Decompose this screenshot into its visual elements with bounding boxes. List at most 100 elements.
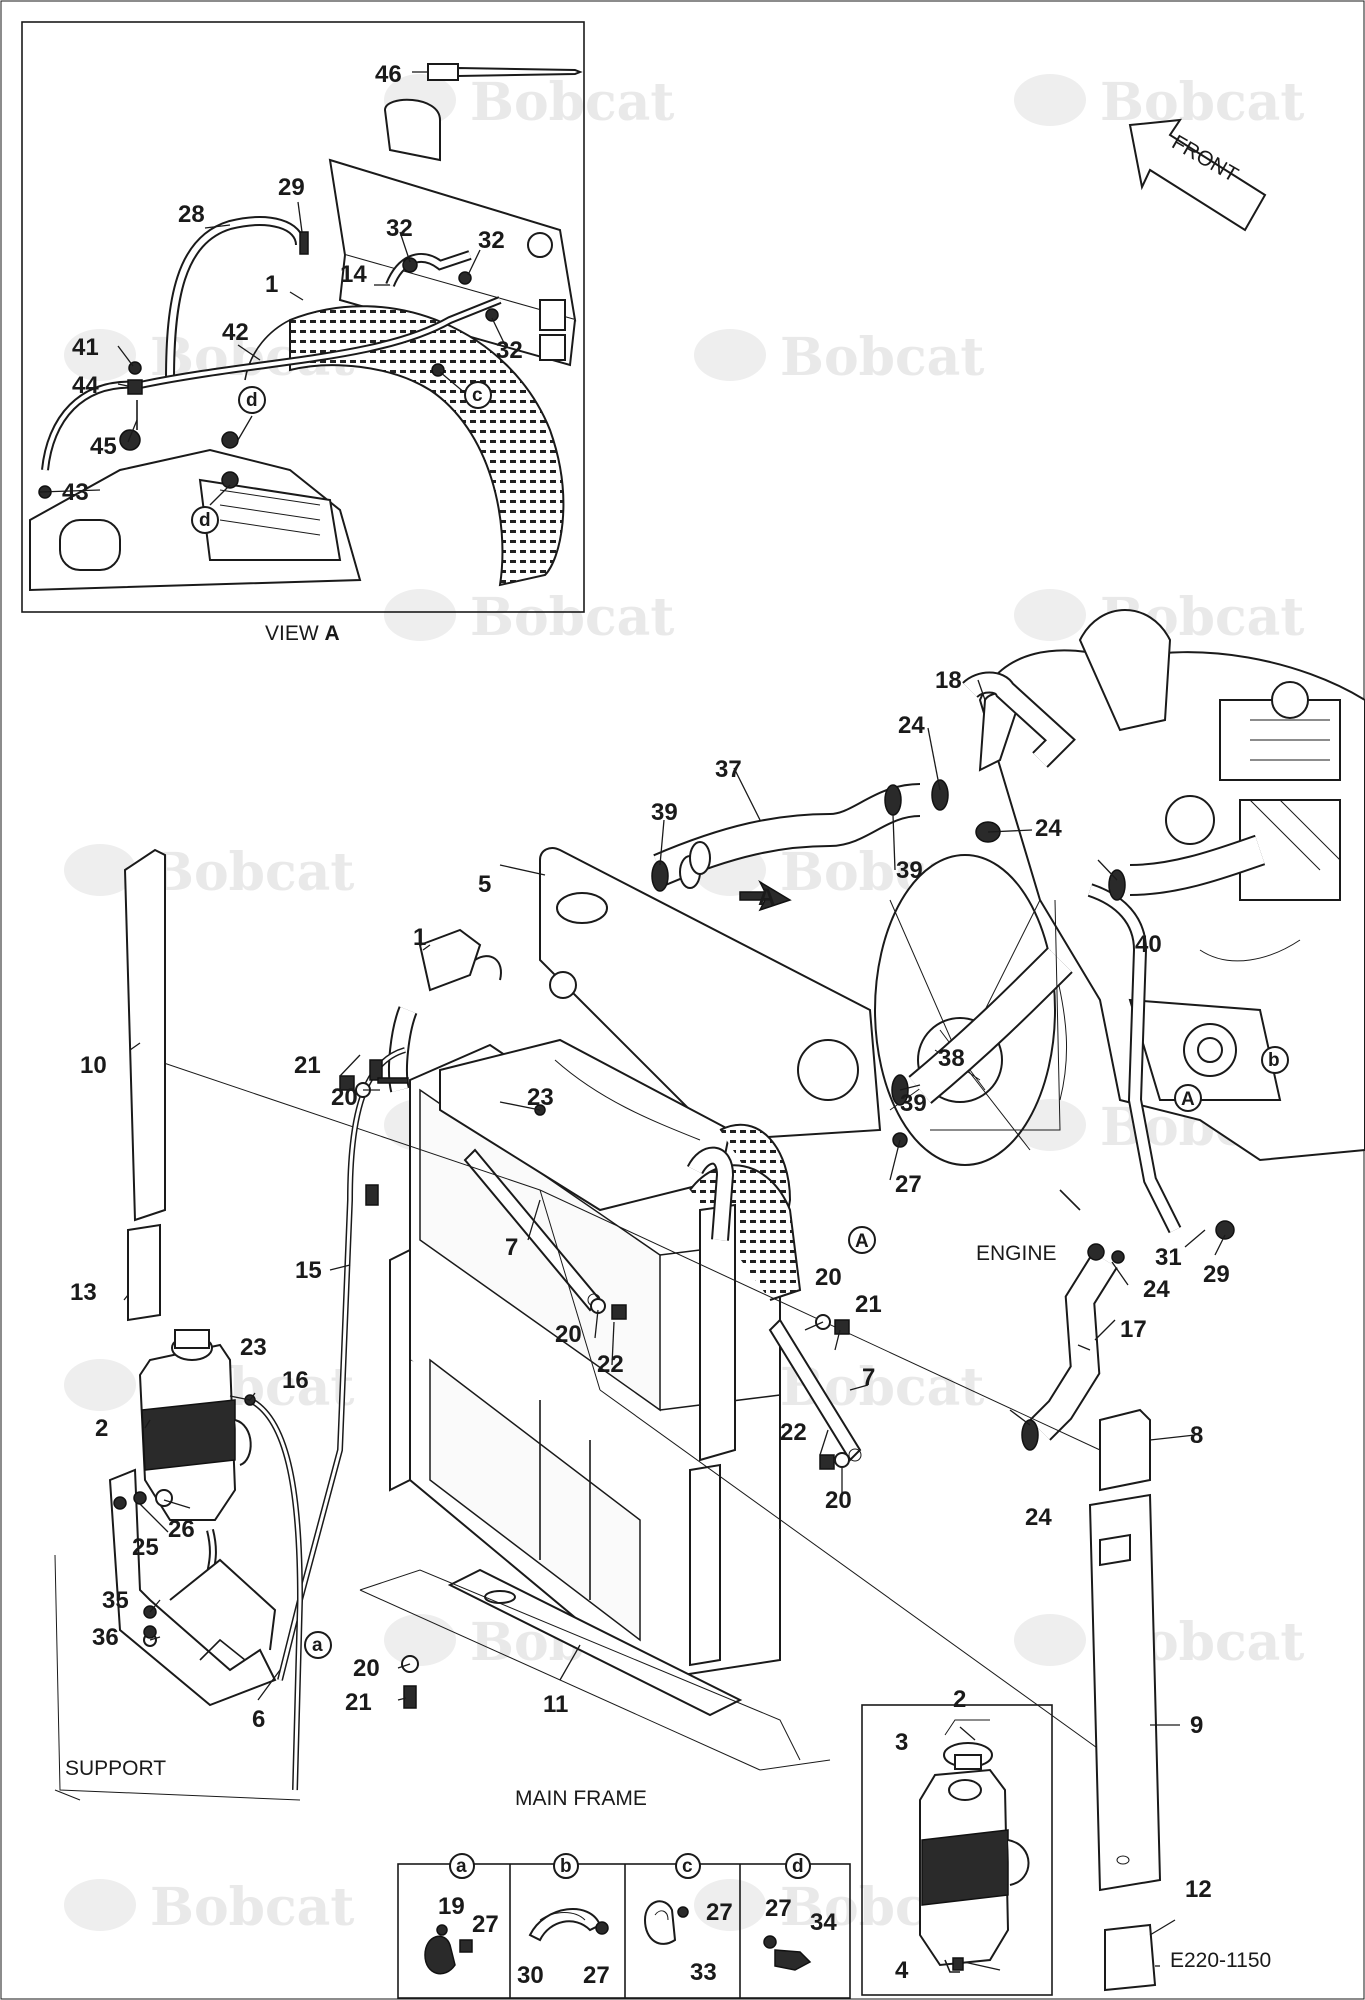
lower-hose [1029,1189,1118,1441]
callout-32: 32 [478,227,505,254]
detail-letter-A: A [855,1231,869,1252]
detail-marker-d [191,506,219,534]
callout-23: 23 [527,1084,554,1111]
callout-39: 39 [651,799,678,826]
callout-5: 5 [478,871,491,898]
view-a-callouts: 46 29 28 32 32 32 1 14 41 42 44 45 43 d … [62,61,523,534]
view-a-frame [21,21,585,613]
callout-37: 37 [715,756,742,783]
callout-42: 42 [222,319,249,346]
callout-45: 45 [90,433,117,460]
callout-40: 40 [1135,931,1162,958]
callout-22: 22 [780,1419,807,1446]
callout-39: 39 [896,857,923,884]
watermark-text: Bobcat [150,842,354,903]
reservoir-detail-box [861,1704,1053,1996]
callout-35: 35 [102,1587,129,1614]
detail-box-b: b 30 27 [517,1853,610,1989]
support-caption: SUPPORT [65,1757,166,1780]
detail-letter-c: c [472,385,483,406]
detail-part-number: 34 [810,1909,837,1936]
callout-16: 16 [282,1367,309,1394]
callout-7: 7 [505,1234,518,1261]
callout-2: 2 [95,1415,108,1442]
fan-shroud-panel [539,847,882,1142]
detail-letter-a: a [312,1635,323,1656]
callout-9: 9 [1190,1712,1203,1739]
detail-box-letter: d [792,1856,804,1877]
main-callouts: 18 24 24 24 24 37 39 39 39 5 1 40 A 21 2… [70,667,1230,1984]
detail-box-letter: c [682,1856,693,1877]
view-a-engine [29,429,362,592]
detail-part-number: 33 [690,1959,717,1986]
view-a-fittings [38,231,499,499]
callout-17: 17 [1120,1316,1147,1343]
watermark-text: Bobcat [470,587,674,648]
callout-21: 21 [855,1291,882,1318]
callout-20: 20 [555,1321,582,1348]
detail-part-number: 27 [706,1899,733,1926]
detail-box-group: a 19 27 b 30 27 c 27 33 [397,1853,851,1999]
callout-26: 26 [168,1516,195,1543]
callout-21: 21 [345,1689,372,1716]
callout-11: 11 [543,1691,568,1718]
callout-15: 15 [295,1257,322,1284]
callout-41: 41 [72,334,99,361]
callout-20: 20 [825,1487,852,1514]
detail-letter-b: b [1268,1050,1280,1071]
callout-24: 24 [1025,1504,1052,1531]
detail-box-d: d 27 34 [763,1853,837,1971]
callout-A-arrow: A [758,884,775,911]
callout-6: 6 [252,1706,265,1733]
view-a-inset: 46 29 28 32 32 32 1 14 41 42 44 45 43 d … [21,21,585,645]
engine-caption: ENGINE [976,1242,1057,1265]
drawing-number: E220-1150 [1170,1949,1271,1972]
callout-18: 18 [935,667,962,694]
detail-part-number: 30 [517,1962,544,1989]
callout-29: 29 [278,174,305,201]
callout-1: 1 [265,271,278,298]
callout-3: 3 [895,1729,908,1756]
overflow-hoses [248,1047,406,1791]
upper-hoses [653,671,1076,889]
callout-32: 32 [496,337,523,364]
cable-tie-illustration [427,63,583,81]
callout-10: 10 [80,1052,107,1079]
view-a-hoses [41,216,502,471]
callout-36: 36 [92,1624,119,1651]
front-direction-arrow: FRONT [1128,118,1267,232]
watermark-text: Bobcat [470,72,674,133]
main-frame-caption: MAIN FRAME [515,1787,647,1810]
detail-box-letter: a [456,1856,467,1877]
detail-letter-A: A [1181,1089,1195,1110]
callout-4: 4 [895,1957,909,1984]
callout-39: 39 [900,1090,927,1117]
callout-29: 29 [1203,1261,1230,1288]
callout-32: 32 [386,215,413,242]
callout-22: 22 [597,1351,624,1378]
detail-part-number: 27 [583,1962,610,1989]
detail-box-c: c 27 33 [643,1853,733,1986]
callout-2: 2 [953,1686,966,1713]
callout-1: 1 [413,924,426,951]
main-leaders [123,679,1226,1971]
callout-28: 28 [178,201,205,228]
detail-box-a: a 19 27 [424,1853,499,1975]
callout-20: 20 [353,1655,380,1682]
watermark-text: Bobcat [150,1877,354,1938]
callout-21: 21 [294,1052,321,1079]
callout-12: 12 [1185,1876,1212,1903]
detail-part-number: 27 [765,1895,792,1922]
detail-part-number: 27 [472,1911,499,1938]
side-seals [123,848,1162,1992]
detail-letter-d: d [246,390,258,411]
callout-31: 31 [1155,1244,1182,1271]
engine-illustration [978,609,1365,1162]
callout-8: 8 [1190,1422,1203,1449]
callout-38: 38 [938,1045,965,1072]
callout-13: 13 [70,1279,97,1306]
callout-24: 24 [1143,1276,1170,1303]
callout-14: 14 [340,261,367,288]
detail-box-letter: b [560,1856,572,1877]
